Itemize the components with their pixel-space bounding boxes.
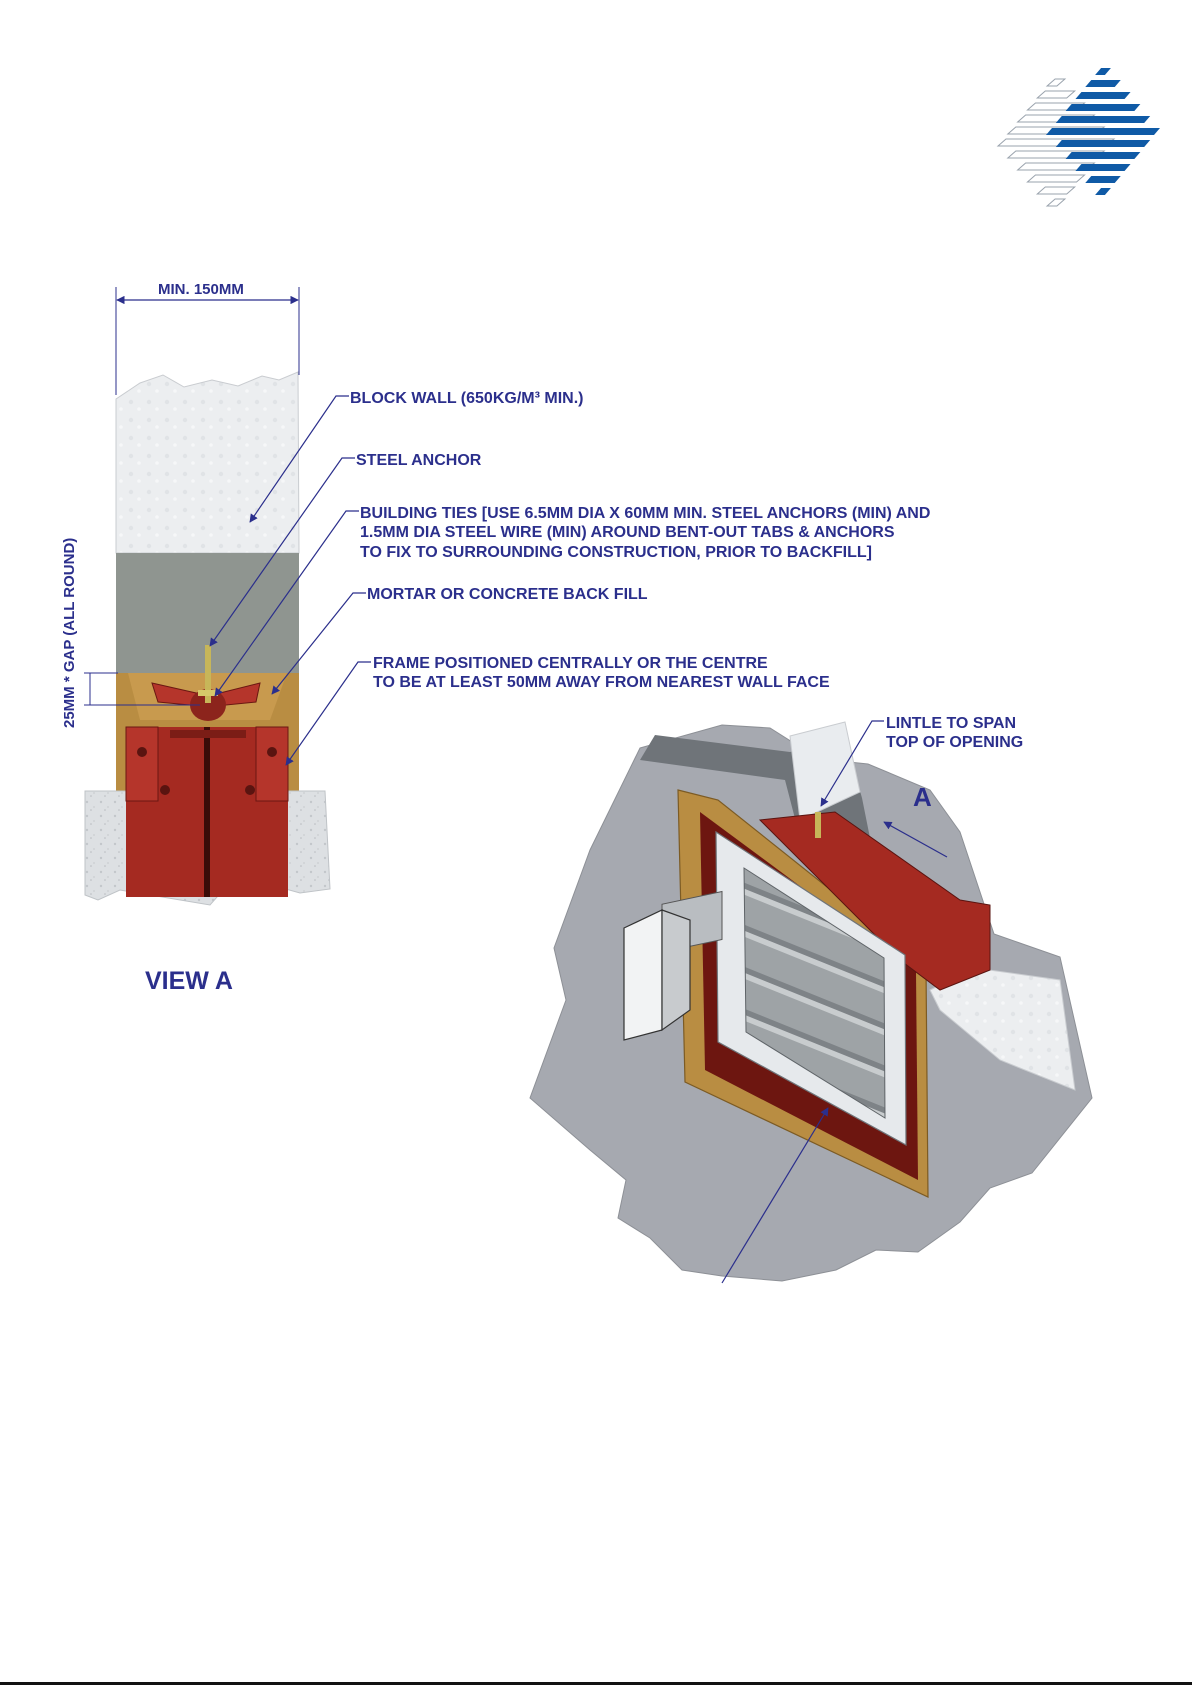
louvre-blades bbox=[743, 867, 886, 1119]
callout-mortar: MORTAR OR CONCRETE BACK FILL bbox=[367, 586, 648, 603]
callout-building-ties-line-3: TO FIX TO SURROUNDING CONSTRUCTION, PRIO… bbox=[360, 544, 872, 561]
leader-lines bbox=[209, 395, 371, 766]
callout-frame-line-2: TO BE AT LEAST 50MM AWAY FROM NEAREST WA… bbox=[373, 674, 830, 691]
view-a-title: VIEW A bbox=[145, 967, 233, 995]
actuator-box bbox=[623, 890, 723, 1041]
damper-casing bbox=[758, 811, 991, 991]
gap-dimension-label: 25MM * GAP (ALL ROUND) bbox=[61, 538, 78, 728]
iso-leader-lines bbox=[721, 720, 948, 1284]
steel-anchor bbox=[151, 645, 261, 721]
block-wall bbox=[115, 371, 300, 554]
view-a-marker: A bbox=[913, 782, 932, 812]
gap-dimension bbox=[84, 672, 200, 706]
callout-lintel-line-2: TOP OF OPENING bbox=[886, 734, 1023, 751]
damper-frame-section bbox=[125, 726, 289, 897]
isometric-view bbox=[529, 720, 1093, 1284]
width-dimension-label: MIN. 150MM bbox=[158, 281, 244, 298]
width-dimension bbox=[115, 287, 300, 395]
diamond-stripes-logo-icon bbox=[996, 68, 1160, 207]
page-bottom-rule bbox=[0, 1682, 1192, 1685]
view-a-section bbox=[84, 287, 371, 906]
callout-lintel-line-1: LINTLE TO SPAN bbox=[886, 715, 1016, 732]
callout-building-ties-line-2: 1.5MM DIA STEEL WIRE (MIN) AROUND BENT-O… bbox=[360, 524, 895, 541]
callout-frame-line-1: FRAME POSITIONED CENTRALLY OR THE CENTRE bbox=[373, 655, 768, 672]
callout-steel-anchor: STEEL ANCHOR bbox=[356, 452, 482, 469]
callout-block-wall: BLOCK WALL (650KG/M³ MIN.) bbox=[350, 390, 583, 407]
callout-building-ties-line-1: BUILDING TIES [USE 6.5MM DIA X 60MM MIN.… bbox=[360, 505, 930, 522]
